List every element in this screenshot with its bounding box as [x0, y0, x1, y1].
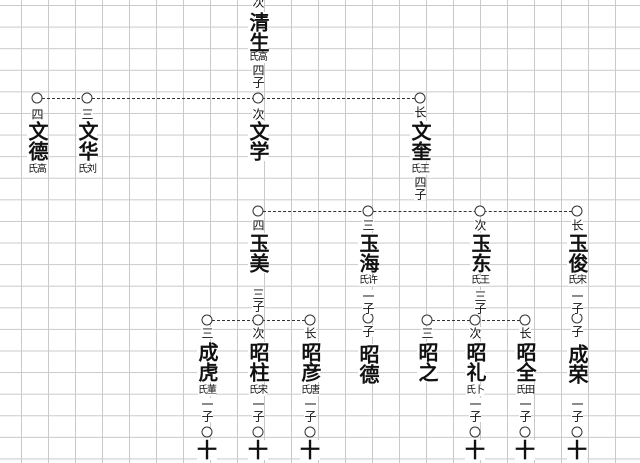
- node-circle: [571, 205, 583, 217]
- node-circle: [81, 92, 93, 104]
- spouse-surname: 氏刘: [78, 164, 97, 175]
- spouse-surname: 氏高: [249, 52, 268, 63]
- person-name: 昭礼: [463, 342, 487, 382]
- person-name: 文华: [75, 121, 99, 161]
- node-circle: [304, 314, 316, 326]
- children-count: 四子: [413, 176, 427, 200]
- person-name: 昭全: [513, 342, 537, 382]
- person-name: 文德: [25, 121, 49, 161]
- person-name: 昭德: [356, 344, 380, 384]
- children-count: 一子: [518, 398, 532, 422]
- node-circle: [469, 426, 481, 438]
- node-circle: [474, 205, 486, 217]
- children-count: 一子: [570, 398, 584, 422]
- person-name: 文奎: [408, 121, 432, 161]
- person-name: 玉俊: [565, 233, 589, 273]
- birth-rank-label: 三: [80, 108, 94, 120]
- birth-rank-label: 四: [30, 108, 44, 120]
- birth-rank-label: 四: [251, 219, 265, 231]
- node-circle: [519, 314, 531, 326]
- spouse-surname: 氏高: [28, 164, 47, 175]
- person-name: 昭之: [415, 342, 439, 382]
- node-circle: [31, 92, 43, 104]
- children-count: 一子: [200, 398, 214, 422]
- node-circle: [571, 426, 583, 438]
- children-count: 一子: [468, 398, 482, 422]
- birth-rank-label: 长: [518, 327, 532, 339]
- node-circle: [469, 314, 481, 326]
- children-count: 三子: [473, 290, 487, 314]
- spouse-surname: 氏王: [411, 164, 430, 175]
- node-circle: [252, 92, 264, 104]
- birth-rank-label: 长: [413, 106, 427, 118]
- next-generation-cut-char: 十: [300, 438, 320, 462]
- person-name: 玉东: [468, 233, 492, 273]
- birth-rank-label: 三: [361, 219, 375, 231]
- person-name: 成虎: [195, 342, 219, 382]
- birth-rank-label: 次: [473, 219, 487, 231]
- spouse-surname: 氏宋: [568, 275, 587, 286]
- sibling-connector-line: [37, 98, 420, 99]
- children-count: 一子: [361, 290, 375, 314]
- spouse-surname: 氏卜: [466, 385, 485, 396]
- birth-rank-label: 次: [251, 327, 265, 339]
- next-generation-cut-char: 十: [515, 438, 535, 462]
- node-circle: [362, 312, 374, 324]
- node-circle: [571, 312, 583, 324]
- children-count: 一子: [570, 290, 584, 314]
- node-circle: [201, 426, 213, 438]
- person-name: 成荣: [565, 344, 589, 384]
- birth-rank-label: 三: [200, 327, 214, 339]
- next-generation-cut-char: 十: [567, 438, 587, 462]
- birth-rank-label: 子: [361, 325, 375, 337]
- sibling-connector-line: [258, 211, 577, 212]
- birth-rank-label: 子: [570, 325, 584, 337]
- person-name: 昭柱: [246, 342, 270, 382]
- node-circle: [421, 314, 433, 326]
- birth-rank-label: 次: [468, 327, 482, 339]
- birth-rank-label: 长: [570, 219, 584, 231]
- children-count: 一子: [251, 398, 265, 422]
- node-circle: [362, 205, 374, 217]
- next-generation-cut-char: 十: [465, 438, 485, 462]
- node-circle: [304, 426, 316, 438]
- children-count: 三子: [251, 288, 265, 312]
- spouse-surname: 氏董: [198, 385, 217, 396]
- children-count: 一子: [303, 398, 317, 422]
- birth-rank-label: 次: [251, 108, 265, 120]
- node-circle: [252, 314, 264, 326]
- spouse-surname: 氏田: [516, 385, 535, 396]
- children-count: 四子: [251, 64, 265, 88]
- person-name: 清生: [246, 12, 270, 52]
- birth-rank-label: 三: [420, 327, 434, 339]
- node-circle: [252, 426, 264, 438]
- spouse-surname: 氏唐: [301, 385, 320, 396]
- spouse-surname: 氏宋: [249, 385, 268, 396]
- node-circle: [519, 426, 531, 438]
- spouse-surname: 氏王: [471, 275, 490, 286]
- person-name: 昭彦: [298, 342, 322, 382]
- spouse-surname: 氏许: [359, 275, 378, 286]
- node-circle: [252, 205, 264, 217]
- person-name: 玉美: [246, 233, 270, 273]
- person-name: 文学: [246, 121, 270, 161]
- next-generation-cut-char: 十: [197, 438, 217, 462]
- person-name: 玉海: [356, 233, 380, 273]
- next-generation-cut-char: 十: [248, 438, 268, 462]
- node-circle: [414, 92, 426, 104]
- node-circle: [201, 314, 213, 326]
- birth-rank-label: 次: [251, 0, 265, 8]
- birth-rank-label: 长: [303, 327, 317, 339]
